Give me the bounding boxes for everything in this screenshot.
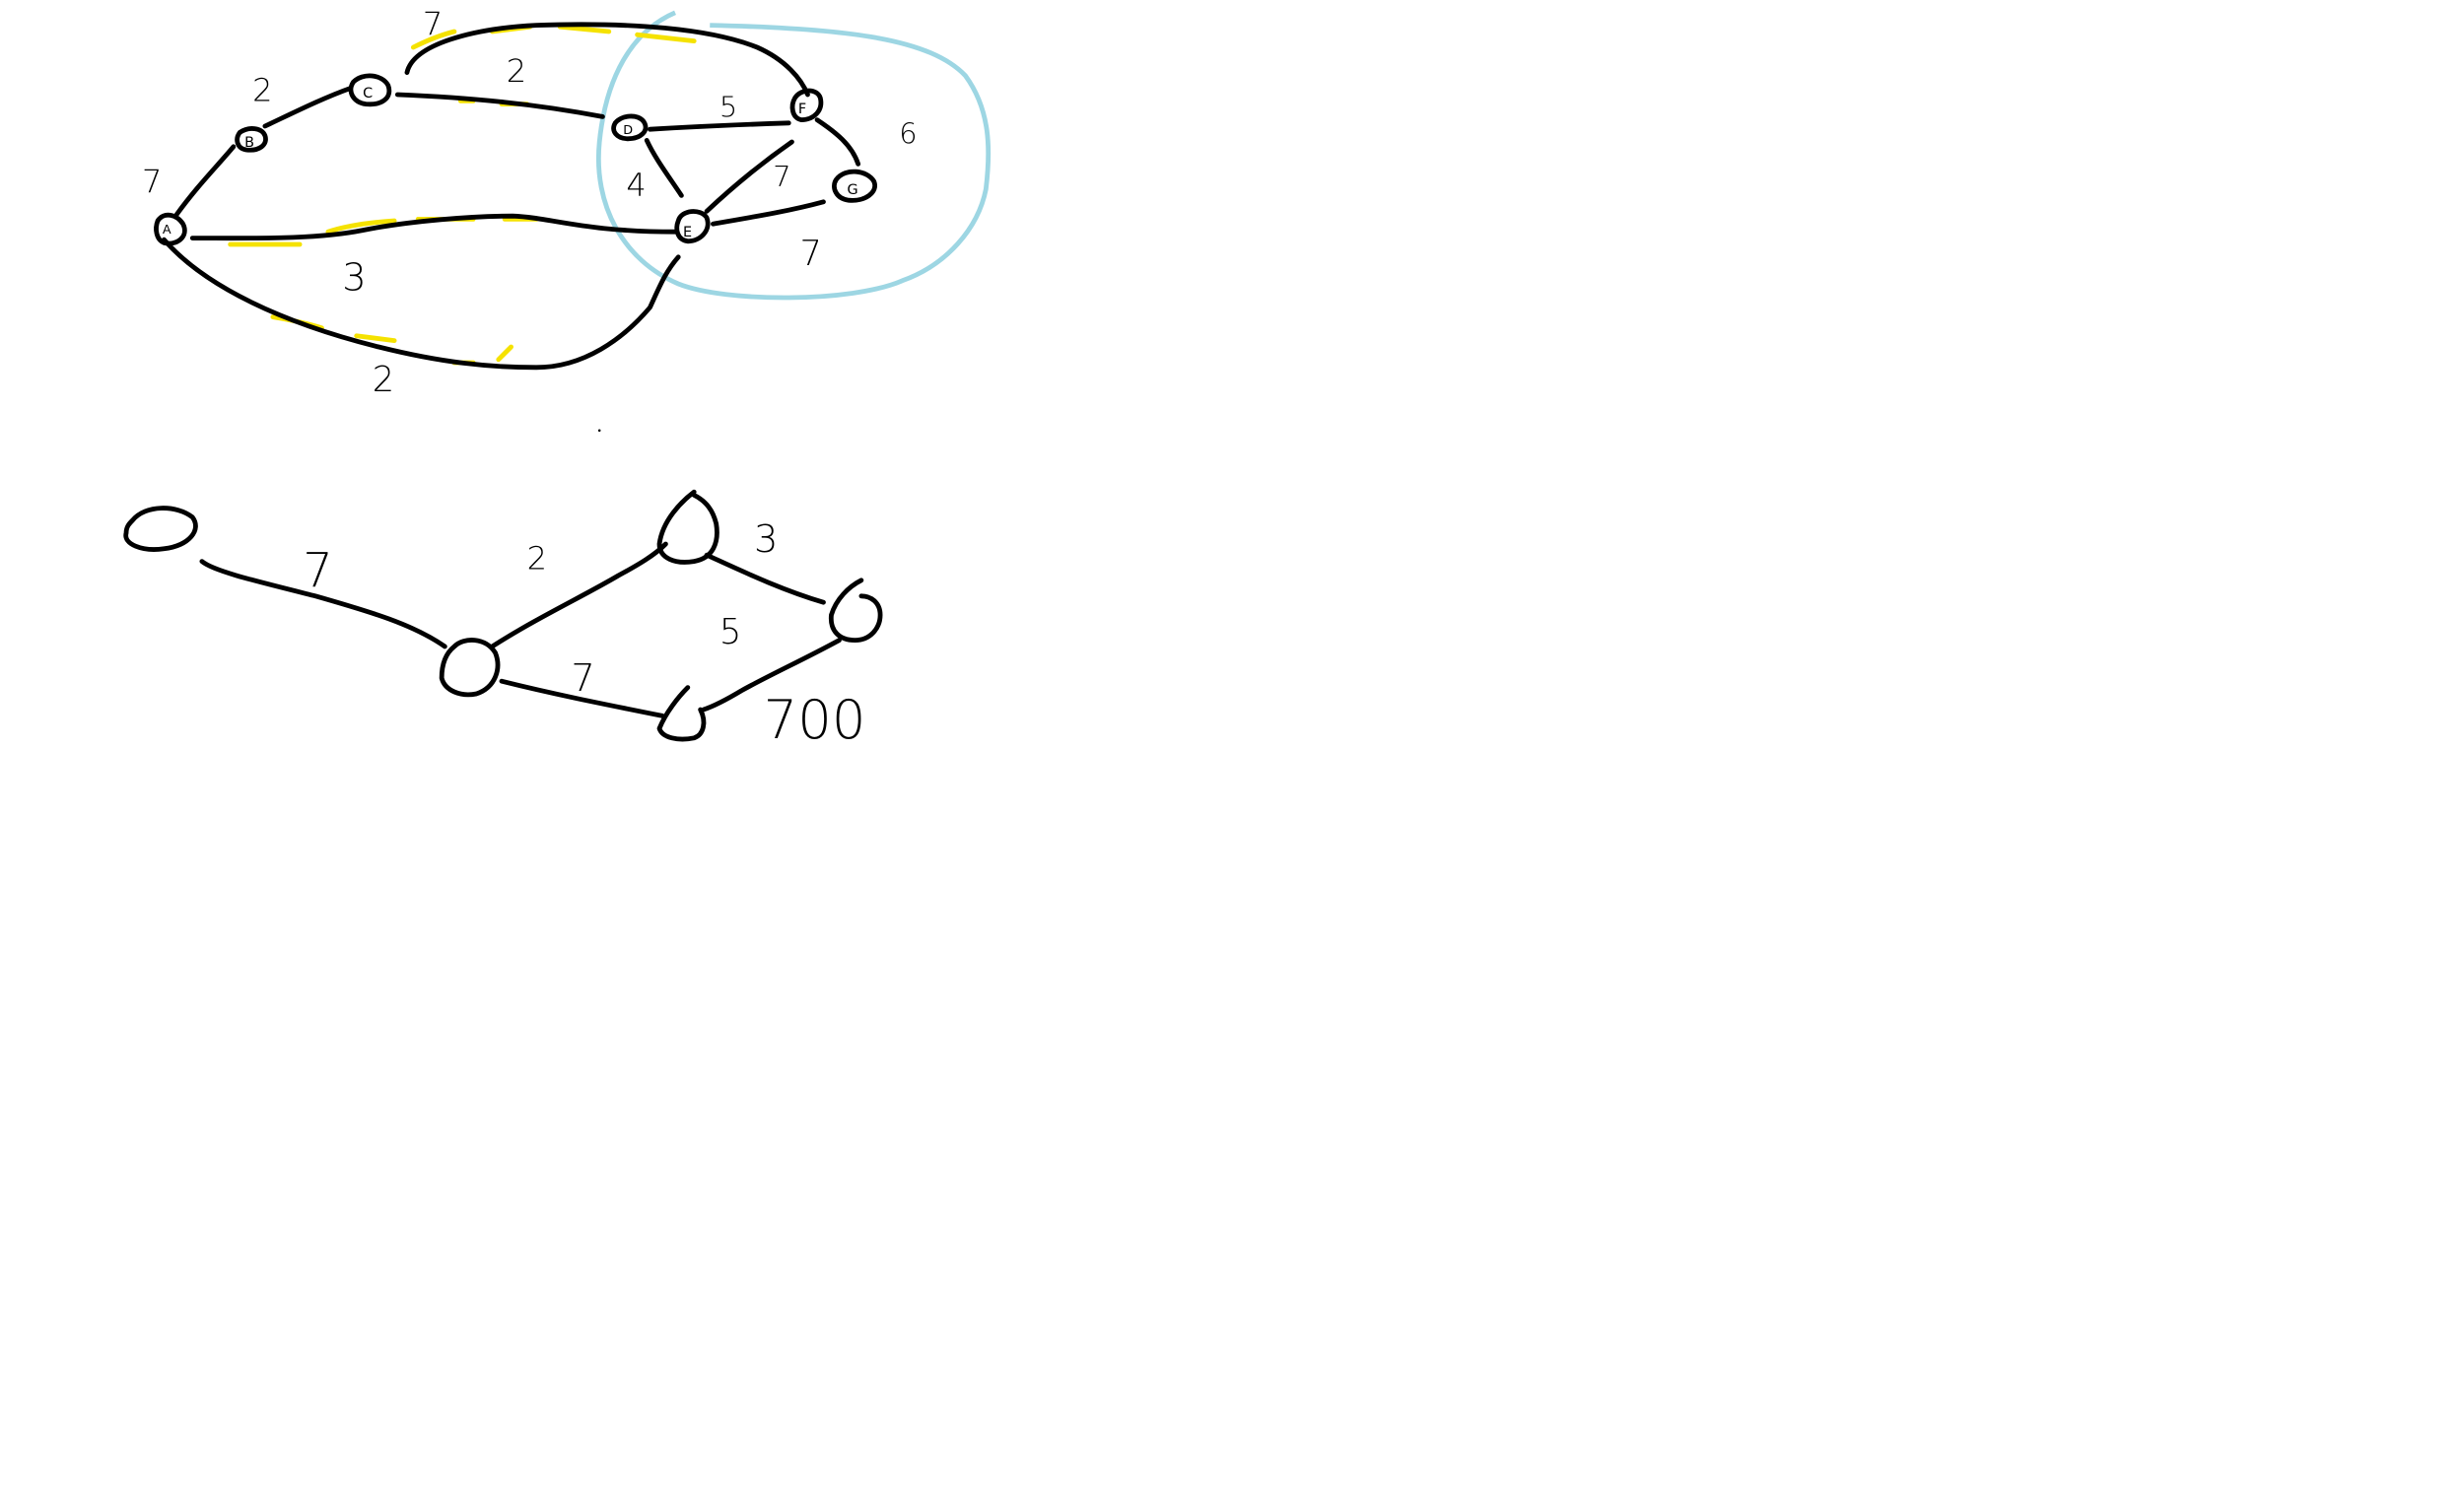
graph-top: A B C D E F G 7 2 7 2 5 6 (142, 5, 992, 400)
highlight-stroke (557, 24, 612, 34)
node-2 (439, 638, 501, 698)
graph-bottom: 7 2 3 5 7 700 (123, 489, 883, 751)
edge-d-e (644, 138, 684, 198)
weight-6: 700 (764, 689, 866, 751)
node-b: B (235, 126, 268, 153)
stray-dot (597, 429, 601, 433)
node-5 (656, 685, 707, 742)
node-d: D (611, 113, 649, 142)
highlight-stroke (410, 29, 457, 50)
highlight-stroke (354, 333, 397, 343)
weight-c-d: 2 (507, 52, 526, 90)
node-a: A (154, 212, 187, 246)
weight-d-f: 5 (719, 90, 737, 123)
highlight-region (595, 10, 992, 301)
edge-c-d (394, 92, 605, 119)
weight-a-e-lower: 2 (373, 360, 394, 400)
weight-a-e: 3 (342, 255, 366, 300)
edge-a-e-lower (162, 237, 681, 371)
node-4 (828, 578, 883, 643)
node-3 (656, 489, 719, 565)
node-g: G (832, 169, 877, 203)
weight-2: 2 (527, 540, 547, 578)
node-b-label: B (244, 135, 254, 151)
weight-1: 7 (303, 543, 333, 598)
edge-a-e (189, 213, 678, 241)
highlight-stroke (496, 344, 513, 363)
node-d-label: D (623, 123, 633, 138)
weight-d-e: 4 (626, 166, 646, 203)
edge-b-c (262, 86, 353, 129)
edge-2 (489, 541, 668, 649)
edge-f-g (814, 117, 861, 167)
weight-f-g: 6 (899, 117, 917, 151)
edge-1 (199, 559, 447, 649)
node-a-label: A (163, 223, 171, 238)
node-g-label: G (847, 182, 857, 198)
weight-b-c: 2 (252, 71, 272, 108)
edge-3 (704, 552, 826, 605)
weight-c-f: 7 (423, 5, 443, 42)
highlight-strokes (228, 24, 697, 366)
weight-a-b: 7 (142, 163, 162, 200)
node-c-label: C (363, 86, 373, 102)
edge-5 (499, 678, 665, 718)
weight-e-g: 7 (799, 234, 821, 274)
weight-4: 5 (719, 612, 741, 652)
edge-4 (701, 638, 842, 713)
weight-5: 7 (571, 656, 594, 701)
node-e: E (674, 209, 711, 244)
weight-e-f: 7 (773, 160, 790, 193)
edge-d-f (648, 120, 791, 132)
edge-e-f (704, 139, 794, 214)
edge-e-g (711, 199, 826, 227)
node-f-label: F (798, 102, 806, 117)
edge-c-f (404, 22, 810, 98)
node-e-label: E (683, 225, 692, 240)
highlight-stroke (325, 218, 397, 235)
edge-a-b (173, 144, 237, 218)
node-f: F (789, 88, 824, 123)
weight-3: 3 (754, 517, 778, 562)
highlight-stroke (635, 32, 697, 43)
node-c: C (348, 73, 392, 107)
node-1 (123, 506, 198, 552)
